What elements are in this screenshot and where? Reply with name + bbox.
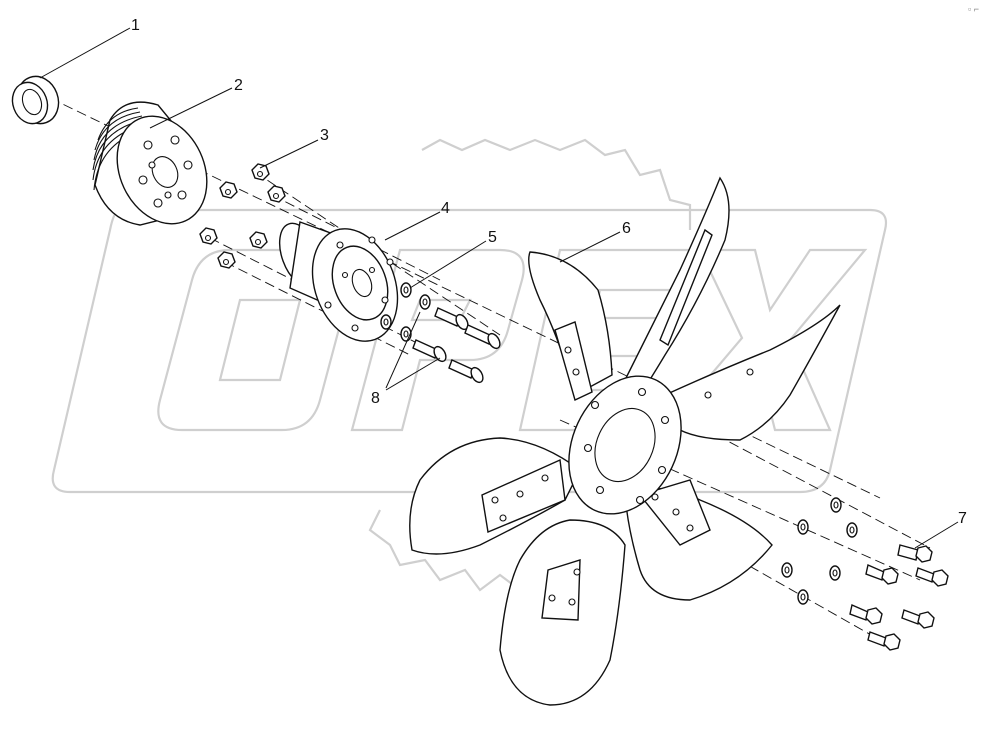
bolt bbox=[901, 609, 935, 629]
leader-3 bbox=[259, 139, 319, 169]
bolt bbox=[867, 631, 901, 651]
bolt bbox=[849, 604, 883, 625]
lower-nut-axis bbox=[224, 261, 411, 356]
washer bbox=[400, 282, 412, 298]
callout-2: 2 bbox=[234, 77, 243, 94]
hub-flange bbox=[278, 221, 399, 342]
screw bbox=[464, 324, 501, 350]
fan-center-hole bbox=[594, 408, 656, 482]
fan-blade-spar-right bbox=[659, 228, 713, 347]
watermark-badge bbox=[51, 208, 888, 494]
leader-6 bbox=[559, 231, 621, 263]
nut bbox=[249, 231, 268, 249]
callout-8: 8 bbox=[371, 390, 380, 407]
washers bbox=[380, 282, 858, 605]
callout-7: 7 bbox=[958, 510, 967, 527]
callout-leaders bbox=[39, 27, 959, 549]
bolt bbox=[865, 564, 899, 585]
leader-2 bbox=[149, 87, 233, 129]
nut bbox=[199, 227, 218, 245]
washer bbox=[830, 497, 842, 513]
washer bbox=[829, 565, 841, 581]
leader-7 bbox=[914, 521, 959, 549]
washer bbox=[846, 522, 858, 538]
callout-3: 3 bbox=[320, 127, 329, 144]
screw bbox=[434, 307, 469, 331]
callout-1: 1 bbox=[131, 17, 140, 34]
screw bbox=[448, 359, 484, 384]
nut bbox=[219, 181, 238, 199]
nut bbox=[251, 163, 270, 181]
leader-8b bbox=[385, 311, 421, 389]
corner-mark: ▫ ⌐ bbox=[968, 4, 979, 14]
leader-1 bbox=[39, 27, 131, 79]
washer bbox=[400, 326, 412, 342]
washer bbox=[781, 562, 793, 578]
washer bbox=[797, 519, 809, 535]
screw bbox=[412, 339, 447, 363]
upper-bolt-axis bbox=[254, 171, 501, 336]
hub-screws bbox=[412, 307, 501, 384]
callout-labels: 1 2 3 4 5 6 7 8 bbox=[131, 17, 967, 527]
washer bbox=[419, 294, 431, 310]
nuts bbox=[199, 163, 286, 269]
fan bbox=[409, 176, 841, 706]
leader-8a bbox=[385, 357, 441, 391]
nut bbox=[267, 185, 286, 203]
leader-5 bbox=[409, 240, 487, 289]
callout-5: 5 bbox=[488, 229, 497, 246]
pulley bbox=[92, 101, 208, 226]
nut bbox=[217, 251, 236, 269]
fan-blade-spar-top bbox=[554, 321, 593, 401]
fan-blade-upper-right bbox=[624, 176, 730, 397]
washer bbox=[797, 589, 809, 605]
callout-6: 6 bbox=[622, 220, 631, 237]
fan-bolts bbox=[849, 544, 949, 651]
bolt bbox=[897, 544, 933, 563]
leader-4 bbox=[384, 211, 441, 241]
spacer-ring bbox=[11, 75, 60, 125]
callout-4: 4 bbox=[441, 200, 450, 217]
bolt bbox=[915, 567, 949, 587]
washer bbox=[380, 314, 392, 330]
